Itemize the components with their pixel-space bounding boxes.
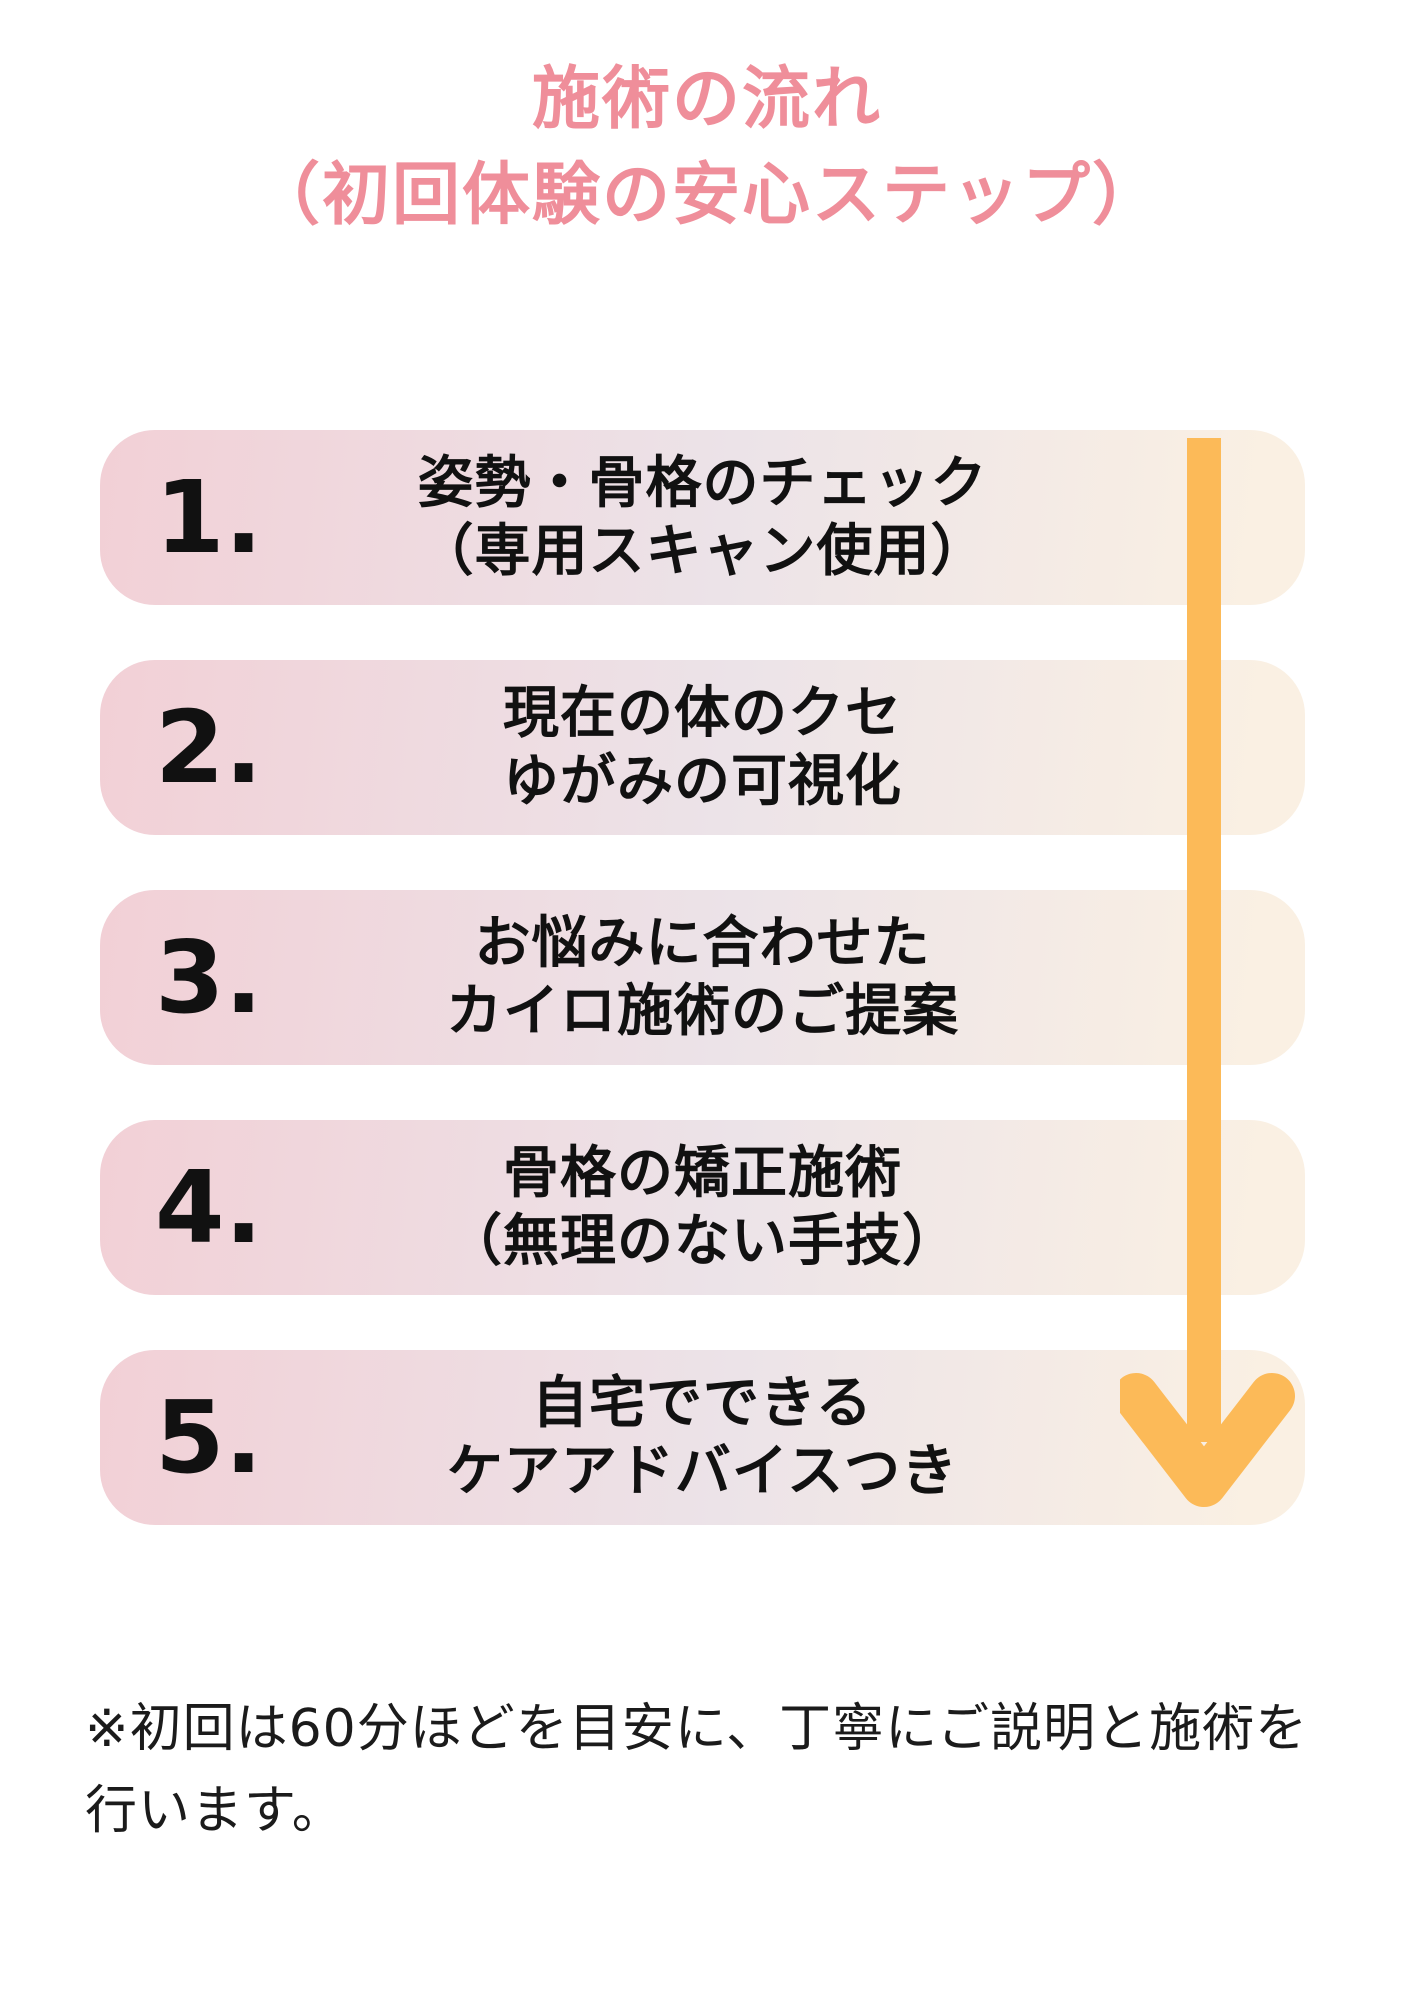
step-text: 骨格の矯正施術 （無理のない手技） [446, 1140, 959, 1276]
step-number: 3. [155, 918, 263, 1036]
footnote-line1: ※初回は60分ほどを目安に、丁寧にご説明と施術を [85, 1699, 1309, 1759]
step-item-5: 5. 自宅でできる ケアアドバイスつき [100, 1350, 1305, 1525]
step-text-line1: お悩みに合わせた [474, 910, 931, 976]
step-text: お悩みに合わせた カイロ施術のご提案 [446, 910, 959, 1046]
step-number: 1. [155, 458, 263, 576]
step-text-line1: 姿勢・骨格のチェック [417, 450, 988, 516]
step-text-line2: （無理のない手技） [446, 1208, 959, 1274]
step-text-line1: 現在の体のクセ [503, 680, 902, 746]
step-text-line1: 自宅でできる [532, 1370, 873, 1436]
step-item-2: 2. 現在の体のクセ ゆがみの可視化 [100, 660, 1305, 835]
step-item-4: 4. 骨格の矯正施術 （無理のない手技） [100, 1120, 1305, 1295]
step-text-line1: 骨格の矯正施術 [503, 1140, 902, 1206]
step-list: 1. 姿勢・骨格のチェック （専用スキャン使用） 2. 現在の体のクセ ゆがみの… [100, 430, 1305, 1525]
step-text-line2: カイロ施術のご提案 [446, 978, 959, 1044]
step-text: 現在の体のクセ ゆがみの可視化 [503, 680, 902, 816]
page-title-line1: 施術の流れ [531, 60, 882, 139]
step-number: 5. [155, 1378, 263, 1496]
step-number: 4. [155, 1148, 263, 1266]
step-text: 自宅でできる ケアアドバイスつき [447, 1370, 958, 1506]
footnote: ※初回は60分ほどを目安に、丁寧にご説明と施術を 行います。 [85, 1688, 1308, 1852]
step-text: 姿勢・骨格のチェック （専用スキャン使用） [418, 450, 988, 586]
step-text-line2: ゆがみの可視化 [503, 748, 902, 814]
step-item-3: 3. お悩みに合わせた カイロ施術のご提案 [100, 890, 1305, 1065]
page-title-line2: （初回体験の安心ステップ） [251, 156, 1162, 235]
step-number: 2. [155, 688, 263, 806]
step-item-1: 1. 姿勢・骨格のチェック （専用スキャン使用） [100, 430, 1305, 605]
step-text-line2: ケアアドバイスつき [446, 1438, 959, 1504]
page-title: 施術の流れ （初回体験の安心ステップ） [0, 52, 1414, 244]
step-text-line2: （専用スキャン使用） [417, 518, 988, 584]
footnote-line2: 行います。 [85, 1781, 345, 1841]
